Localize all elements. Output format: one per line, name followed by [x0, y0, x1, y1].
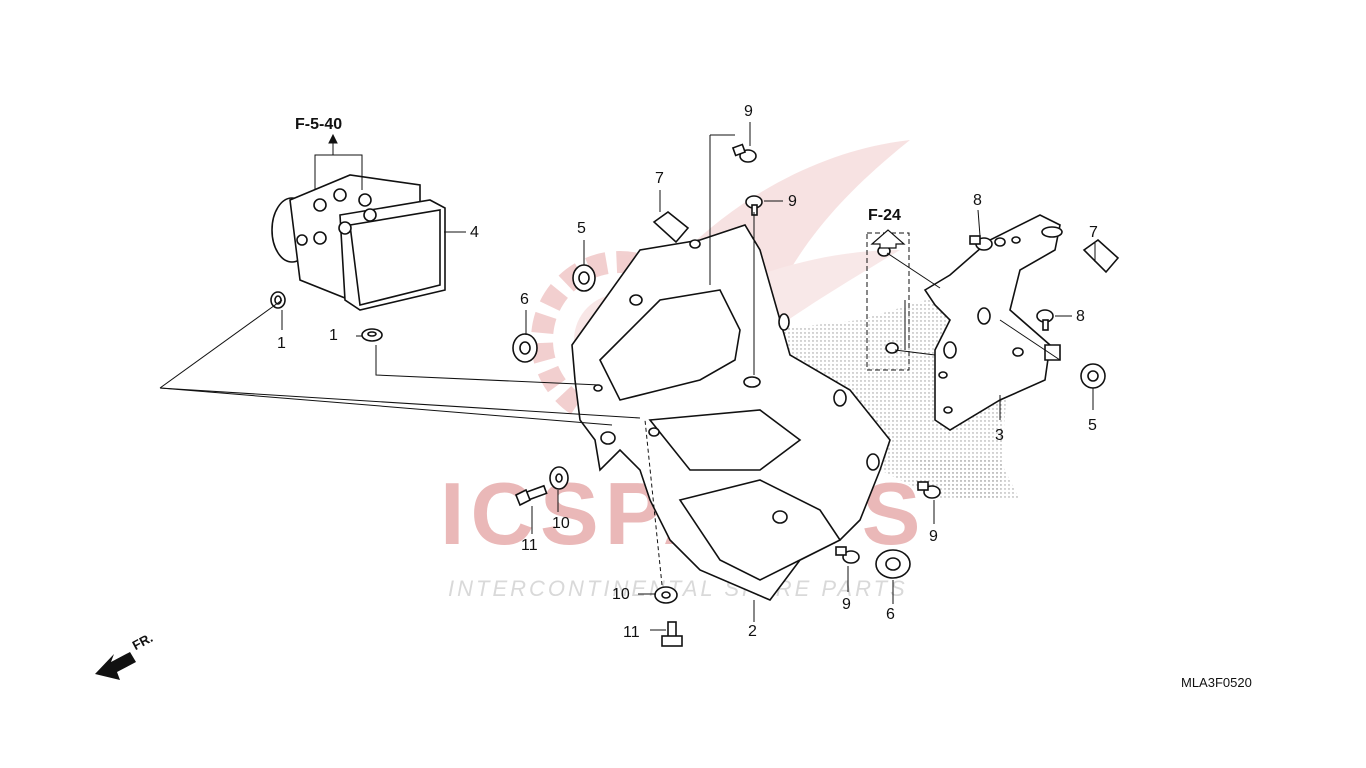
- callout-1: 1: [277, 335, 286, 352]
- f24-reference-box: [866, 229, 910, 371]
- abs-modulator: [271, 174, 446, 311]
- callout-9: 9: [744, 103, 753, 120]
- leader-lines: [159, 122, 1096, 631]
- callout-1: 1: [329, 327, 338, 344]
- callout-5: 5: [1088, 417, 1097, 434]
- callout-11: 11: [521, 537, 538, 554]
- callout-7: 7: [655, 170, 664, 187]
- ref-f-24: F-24: [868, 207, 901, 224]
- front-arrow-icon: [95, 652, 136, 680]
- callout-4: 4: [470, 224, 479, 241]
- main-bracket: [571, 224, 891, 601]
- callout-8: 8: [973, 192, 982, 209]
- callout-7: 7: [1089, 224, 1098, 241]
- callout-8: 8: [1076, 308, 1085, 325]
- side-bracket: [923, 214, 1063, 431]
- callout-9: 9: [788, 193, 797, 210]
- callout-10: 10: [552, 515, 570, 532]
- callout-6: 6: [886, 606, 895, 623]
- callout-6: 6: [520, 291, 529, 308]
- hardware-parts: [270, 143, 1120, 647]
- callout-2: 2: [748, 623, 757, 640]
- diagram-code: MLA3F0520: [1181, 675, 1252, 690]
- ref-f-5-40: F-5-40: [295, 116, 343, 133]
- callout-5: 5: [577, 220, 586, 237]
- callout-10: 10: [612, 586, 630, 603]
- callout-3: 3: [995, 427, 1004, 444]
- callout-9: 9: [929, 528, 938, 545]
- callout-11: 11: [623, 624, 640, 641]
- callout-9: 9: [842, 596, 851, 613]
